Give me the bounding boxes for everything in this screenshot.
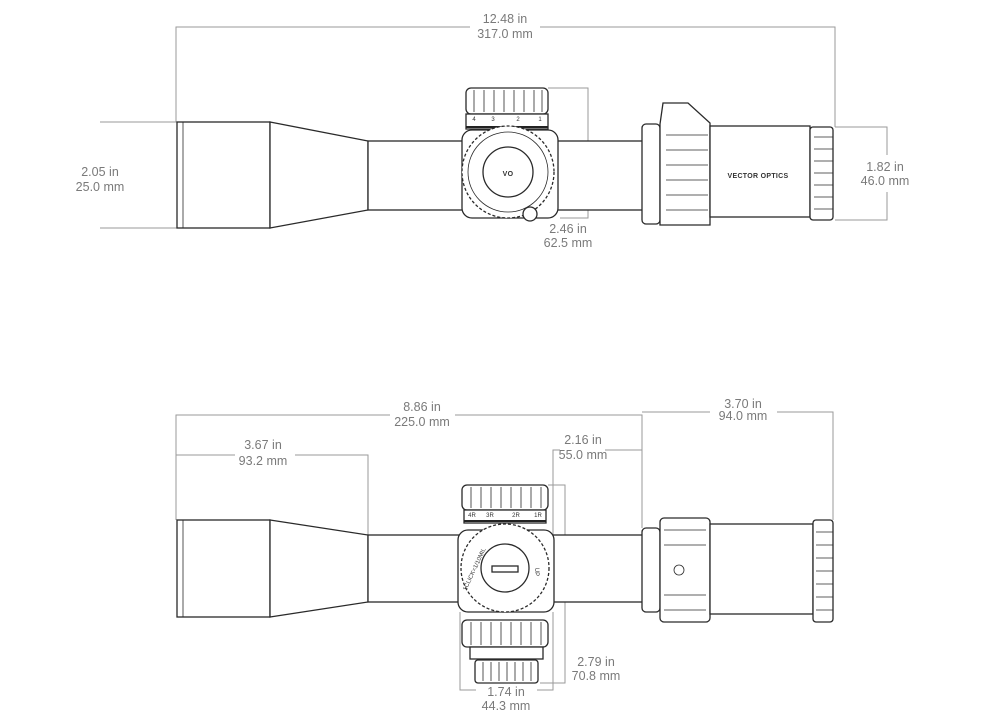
eyepiece-length-dimension: 3.70 in 94.0 mm [642, 397, 834, 520]
eyepiece-collar [641, 123, 661, 225]
eyepiece-body [709, 523, 814, 615]
mount-length-mm: 225.0 mm [394, 415, 450, 429]
lock-pin [522, 206, 538, 222]
eyepiece-diameter-in: 1.82 in [866, 160, 904, 174]
objective-bell [176, 519, 271, 618]
vo-logo: VO [503, 171, 514, 178]
windage-turret-knob [461, 619, 549, 648]
bottom-view: 8.86 in 225.0 mm 3.70 in 94.0 mm 3.67 in… [175, 397, 834, 713]
rear-tube-length-dimension: 2.16 in 55.0 mm [552, 433, 642, 535]
turret-scale-label: 4R [468, 513, 476, 519]
mount-length-in: 8.86 in [403, 400, 441, 414]
turret-housing-width-in: 1.74 in [487, 685, 525, 699]
eyepiece-collar [641, 527, 661, 613]
up-label: UP [533, 568, 539, 576]
objective-length-in: 3.67 in [244, 438, 282, 452]
elevation-turret-knob [461, 484, 549, 511]
top-view: 12.48 in 317.0 mm 2.05 in 25.0 mm 1.82 i… [76, 12, 910, 250]
eyepiece-length-mm: 94.0 mm [719, 409, 768, 423]
overall-length-dimension: 12.48 in 317.0 mm [175, 12, 836, 127]
brand-label: VECTOR OPTICS [728, 173, 789, 180]
turret-scale-label: 3R [486, 513, 494, 519]
power-ring [659, 102, 711, 226]
turret-scale-label: 1 [538, 117, 542, 123]
objective-taper [269, 121, 369, 229]
turret-height-in: 2.46 in [549, 222, 587, 236]
eyepiece-diameter-mm: 46.0 mm [861, 174, 910, 188]
illumination-scale [469, 646, 544, 660]
rear-tube-length-mm: 55.0 mm [559, 448, 608, 462]
objective-length-dimension: 3.67 in 93.2 mm [176, 438, 369, 535]
turret-scale-label: 2R [512, 513, 520, 519]
cap-slot [491, 565, 519, 573]
scope-top: 4 3 2 1 VO VECTOR OPTICS [176, 87, 834, 229]
turret-scale-label: 1R [534, 513, 542, 519]
objective-taper [269, 519, 369, 618]
scope-bottom: 4R 3R 2R 1R 1CLICK=1/10MIL UP [176, 484, 834, 684]
turret-housing-width-dimension: 1.74 in 44.3 mm [459, 612, 554, 713]
turret-scale-label: 2 [516, 117, 520, 123]
turret-scale-label: 4 [472, 117, 476, 123]
overall-length-in: 12.48 in [483, 12, 528, 26]
throw-lever-icon [673, 564, 685, 576]
turret-width-mm: 70.8 mm [572, 669, 621, 683]
eyepiece-body [709, 125, 811, 218]
eyepiece-length-in: 3.70 in [724, 397, 762, 411]
turret-height-dimension: 2.46 in 62.5 mm [544, 87, 593, 250]
rear-tube-length-in: 2.16 in [564, 433, 602, 447]
objective-diameter-mm: 25.0 mm [76, 180, 125, 194]
diopter-ring [809, 126, 834, 221]
power-ring [659, 517, 711, 623]
turret-height-mm: 62.5 mm [544, 236, 593, 250]
illumination-knob [474, 659, 539, 684]
overall-length-mm: 317.0 mm [477, 27, 533, 41]
objective-diameter-in: 2.05 in [81, 165, 119, 179]
turret-housing-width-mm: 44.3 mm [482, 699, 531, 713]
objective-length-mm: 93.2 mm [239, 454, 288, 468]
mount-length-dimension: 8.86 in 225.0 mm [175, 400, 643, 528]
elevation-turret-knob [465, 87, 549, 115]
turret-width-in: 2.79 in [577, 655, 615, 669]
eyepiece-diameter-dimension: 1.82 in 46.0 mm [835, 126, 910, 221]
objective-bell [176, 121, 271, 229]
objective-diameter-dimension: 2.05 in 25.0 mm [76, 121, 177, 229]
turret-scale [463, 509, 547, 524]
turret-scale-label: 3 [491, 117, 495, 123]
